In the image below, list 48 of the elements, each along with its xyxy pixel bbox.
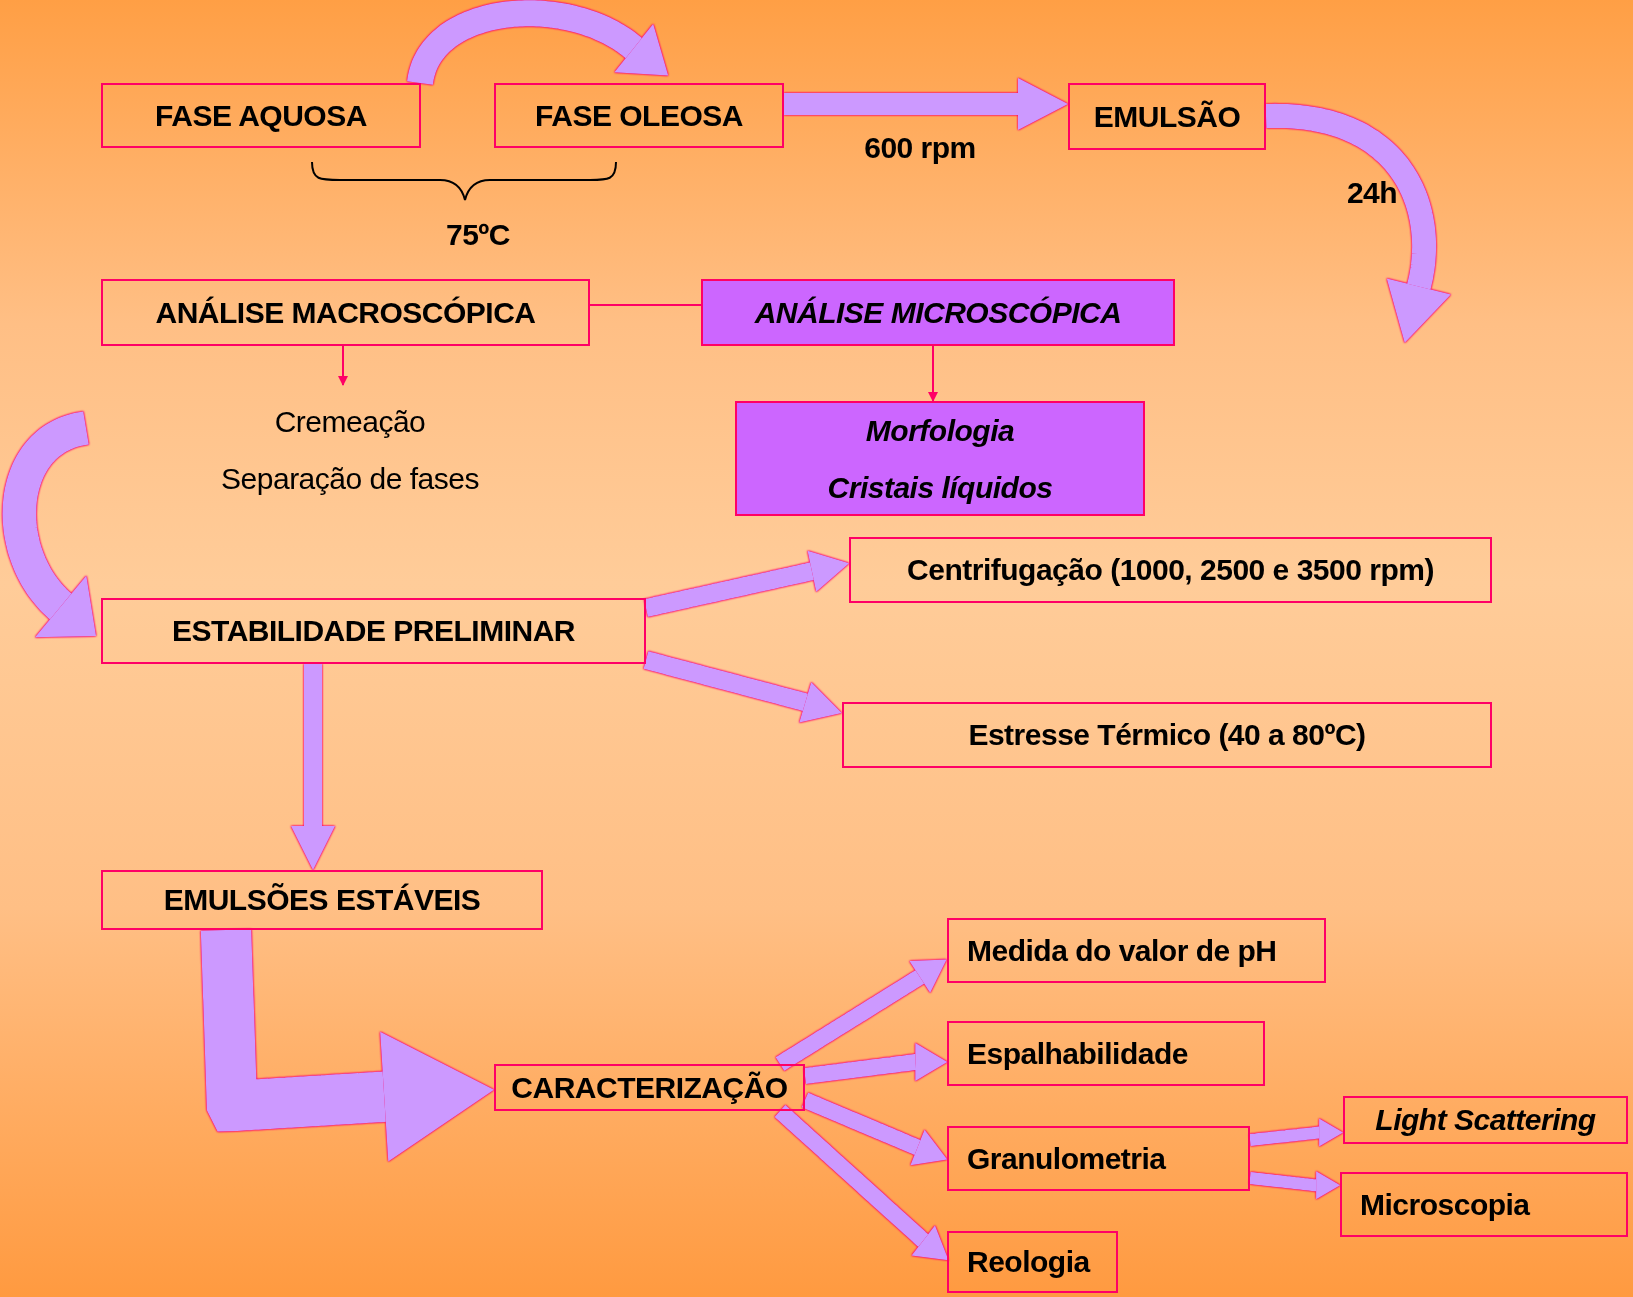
arrow	[928, 345, 938, 402]
node-text: Reologia	[967, 1244, 1090, 1280]
node-text: EMULSÕES ESTÁVEIS	[163, 882, 481, 918]
node-text: Estresse Térmico (40 a 80ºC)	[968, 717, 1366, 753]
node-text: ANÁLISE MACROSCÓPICA	[155, 294, 536, 331]
process-box	[1343, 1096, 1628, 1144]
process-box	[101, 598, 646, 664]
arrow	[338, 345, 348, 386]
process-box	[947, 1126, 1250, 1191]
process-box	[842, 702, 1492, 768]
node-text: ANÁLISE MICROSCÓPICA	[754, 294, 1122, 331]
node-text: Centrifugação (1000, 2500 e 3500 rpm)	[907, 552, 1434, 588]
process-box	[494, 83, 784, 148]
node-text: Cremeação	[274, 404, 426, 440]
process-box	[849, 537, 1492, 603]
edge-label: 600 rpm	[864, 131, 976, 165]
block-arrow	[774, 959, 947, 1071]
node-text: Cristais líquidos	[827, 469, 1053, 506]
node-text: Granulometria	[967, 1140, 1166, 1177]
process-box	[947, 1021, 1265, 1086]
process-box	[101, 870, 543, 930]
block-arrow	[799, 1092, 948, 1166]
node-text: Separação de fases	[221, 461, 479, 497]
node-text: EMULSÃO	[1093, 98, 1241, 135]
node-text: Medida do valor de pH	[967, 932, 1277, 969]
process-box	[735, 401, 1145, 516]
process-box	[1068, 83, 1266, 150]
node-text: Microscopia	[1360, 1186, 1530, 1223]
node-text: Espalhabilidade	[967, 1035, 1188, 1072]
edge-label: 24h	[1346, 176, 1398, 210]
process-box	[101, 279, 590, 346]
temperature-label: 75ºC	[446, 218, 510, 252]
connector-line	[589, 304, 702, 306]
node-text: ESTABILIDADE PRELIMINAR	[172, 613, 575, 649]
block-arrow	[774, 1105, 949, 1261]
node-text: FASE OLEOSA	[535, 97, 743, 134]
node-text: Morfologia	[865, 412, 1015, 449]
process-box	[494, 1064, 805, 1111]
process-box	[947, 918, 1326, 983]
process-box	[1340, 1172, 1628, 1237]
process-box	[947, 1231, 1118, 1293]
block-arrow	[1247, 1171, 1341, 1200]
block-arrow	[1247, 1118, 1344, 1147]
node-text: Light Scattering	[1375, 1102, 1596, 1138]
process-box	[101, 83, 421, 148]
node-text: FASE AQUOSA	[155, 97, 367, 134]
node-text: CARACTERIZAÇÃO	[511, 1069, 788, 1106]
process-box	[701, 279, 1175, 346]
